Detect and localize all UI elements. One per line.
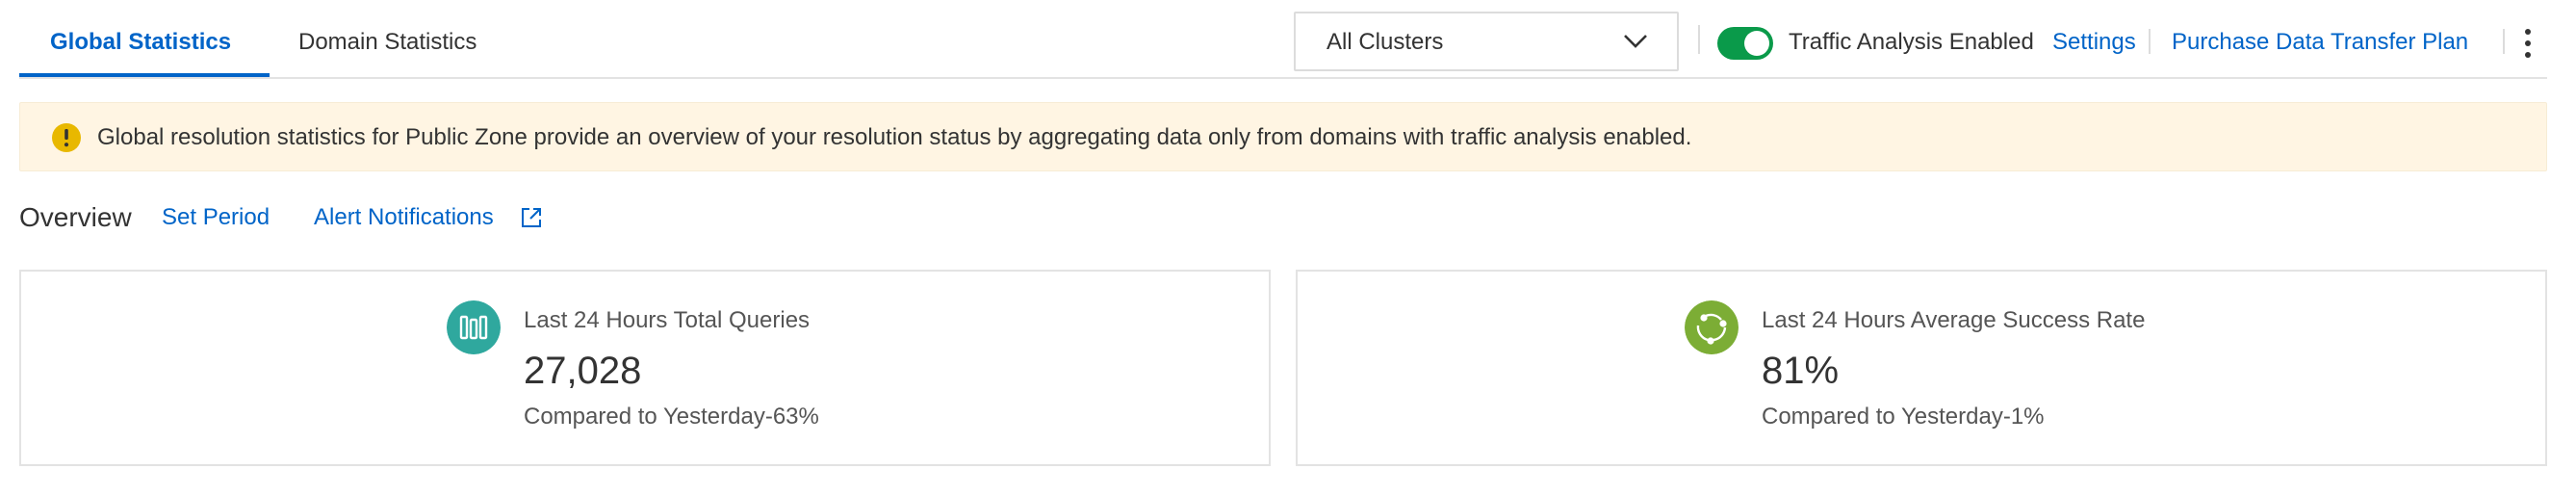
divider (2503, 29, 2505, 54)
set-period-link[interactable]: Set Period (162, 204, 270, 230)
traffic-analysis-toggle[interactable] (1717, 27, 1773, 60)
active-tab-indicator (19, 73, 270, 77)
more-options-icon[interactable] (2518, 27, 2537, 60)
tab-domain-statistics[interactable]: Domain Statistics (298, 29, 477, 55)
total-queries-card: Last 24 Hours Total Queries 27,028 Compa… (19, 270, 1271, 466)
card-label: Last 24 Hours Total Queries (524, 307, 811, 333)
total-queries-value: 27,028 (524, 350, 642, 392)
tab-global-statistics[interactable]: Global Statistics (50, 29, 232, 55)
comparison-value: -1% (2002, 404, 2045, 430)
divider (2149, 29, 2151, 54)
traffic-analysis-label: Traffic Analysis Enabled (1789, 29, 2034, 55)
toggle-knob (1744, 31, 1769, 56)
purchase-data-transfer-plan-link[interactable]: Purchase Data Transfer Plan (2172, 29, 2469, 55)
alert-notifications-link[interactable]: Alert Notifications (314, 204, 494, 230)
info-notice: Global resolution statistics for Public … (19, 102, 2547, 171)
warning-icon (52, 123, 81, 152)
cluster-select-value: All Clusters (1327, 29, 1444, 55)
comparison-text: Compared to Yesterday-63% (524, 403, 819, 431)
comparison-value: -63% (764, 404, 819, 430)
bar-chart-icon (447, 300, 501, 354)
divider (1698, 25, 1700, 54)
comparison-label: Compared to Yesterday (1762, 404, 2003, 430)
settings-link[interactable]: Settings (2052, 29, 2136, 55)
overview-title: Overview (19, 202, 132, 232)
notice-text: Global resolution statistics for Public … (97, 124, 1692, 150)
comparison-label: Compared to Yesterday (524, 404, 765, 430)
tab-bar: Global Statistics Domain Statistics All … (19, 0, 2547, 79)
cluster-select[interactable]: All Clusters (1294, 12, 1679, 71)
success-rate-icon (1685, 300, 1739, 354)
external-link-icon[interactable] (520, 206, 543, 229)
success-rate-value: 81% (1762, 350, 1840, 392)
card-label: Last 24 Hours Average Success Rate (1762, 307, 2146, 333)
success-rate-card: Last 24 Hours Average Success Rate 81% C… (1296, 270, 2547, 466)
comparison-text: Compared to Yesterday-1% (1762, 403, 2045, 431)
chevron-down-icon (1624, 35, 1647, 48)
